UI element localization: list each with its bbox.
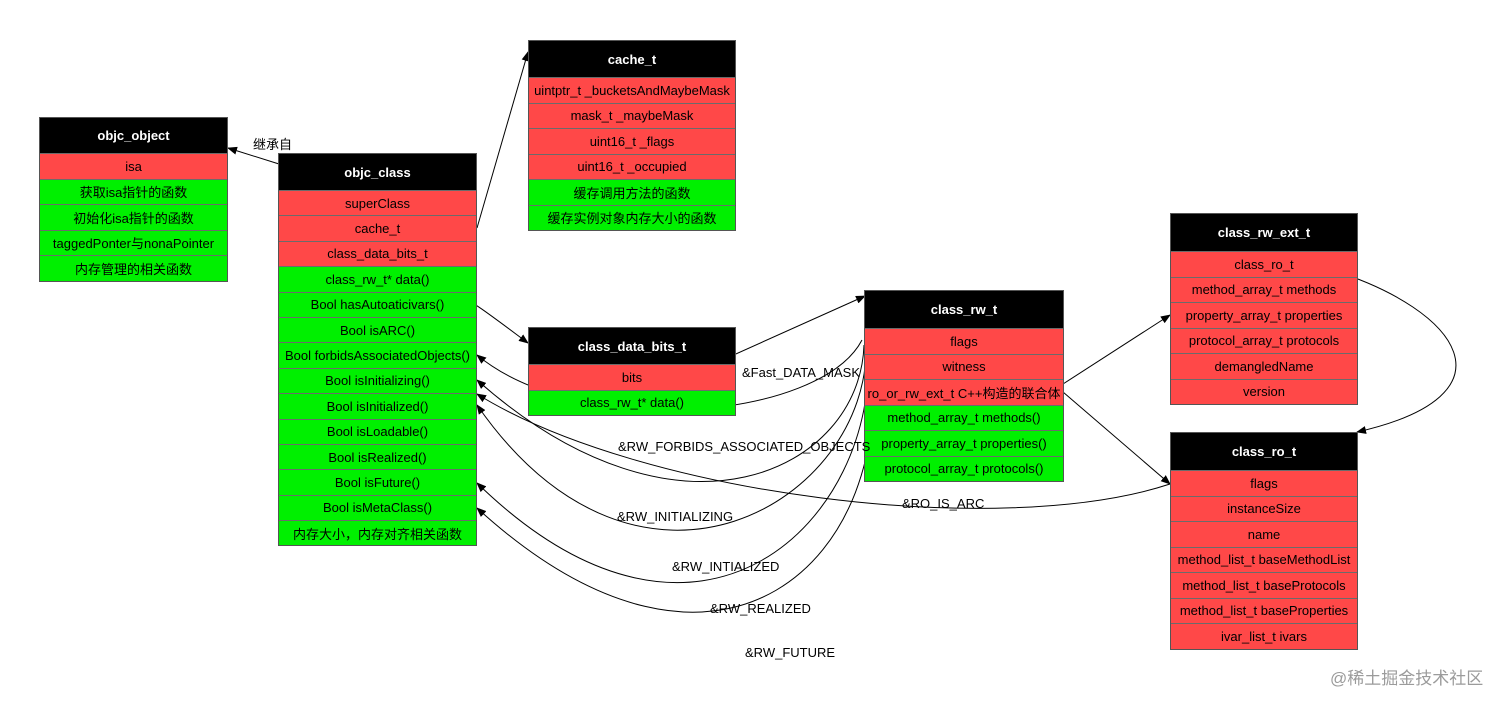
cache-arrow: [476, 51, 530, 229]
objc-class-row: Bool hasAutoaticivars(): [279, 291, 476, 317]
objc-class-row: Bool isFuture(): [279, 469, 476, 495]
objc-class-row: Bool isRealized(): [279, 443, 476, 470]
objc-class-row: 内存大小，内存对齐相关函数: [279, 520, 476, 546]
objc-class-row: Bool isInitialized(): [279, 393, 476, 419]
class-data-bits-t-row: bits: [529, 364, 735, 390]
fast-data-mask-label: &Fast_DATA_MASK: [742, 365, 860, 380]
class-rw-ext-t-row: demangledName: [1171, 353, 1357, 379]
objc-class-row: Bool isMetaClass(): [279, 494, 476, 521]
objc-object-row: 获取isa指针的函数: [40, 178, 227, 204]
objc-object-title: objc_object: [40, 118, 227, 153]
objc-class-row: class_data_bits_t: [279, 240, 476, 267]
class-rw-ext-t-row: method_array_t methods: [1171, 276, 1357, 302]
class-ro-t-row: method_list_t baseMethodList: [1171, 546, 1357, 572]
objc-object-row: 内存管理的相关函数: [40, 255, 227, 281]
class-ro-t-row: instanceSize: [1171, 495, 1357, 521]
ro-is-arc-label: &RO_IS_ARC: [902, 496, 985, 511]
rw-future-label: &RW_FUTURE: [745, 645, 836, 660]
objc-class-row: Bool isInitializing(): [279, 367, 476, 394]
rw-forbids-label: &RW_FORBIDS_ASSOCIATED_OBJECTS: [618, 439, 871, 454]
cache-t-title: cache_t: [529, 41, 735, 77]
class-rw-ext-t-row: version: [1171, 378, 1357, 404]
class-rw-ext-t-row: property_array_t properties: [1171, 302, 1357, 328]
rw-intialized-label: &RW_INTIALIZED: [672, 559, 780, 574]
objc-class-row: superClass: [279, 190, 476, 216]
class-rw-t-row: property_array_t properties(): [865, 430, 1063, 456]
class-ro-t-row: name: [1171, 521, 1357, 547]
class-rw-ext-t-row: class_ro_t: [1171, 251, 1357, 277]
objc-class-row: class_rw_t* data(): [279, 266, 476, 292]
objc-object-row: taggedPonter与nonaPointer: [40, 229, 227, 255]
cache-t-row: uint16_t _occupied: [529, 153, 735, 179]
class-rw-t-title: class_rw_t: [865, 291, 1063, 328]
class-rw-t-row: flags: [865, 328, 1063, 354]
objc-class-row: Bool forbidsAssociatedObjects(): [279, 342, 476, 368]
cache-t-row: uintptr_t _bucketsAndMaybeMask: [529, 77, 735, 103]
class-ro-t-row: flags: [1171, 470, 1357, 496]
watermark: @稀土掘金技术社区: [1330, 669, 1484, 688]
cache-t-row: 缓存实例对象内存大小的函数: [529, 204, 735, 230]
cache-t-row: mask_t _maybeMask: [529, 102, 735, 128]
class-rw-t-row: protocol_array_t protocols(): [865, 455, 1063, 481]
class-data-bits-t-row: class_rw_t* data(): [529, 389, 735, 415]
objc-class-title: objc_class: [279, 154, 476, 190]
objc-class-row: Bool isLoadable(): [279, 418, 476, 444]
objc-object-row: isa: [40, 153, 227, 179]
rw-realized-label: &RW_REALIZED: [710, 601, 811, 616]
class-rw-ext-t-row: protocol_array_t protocols: [1171, 327, 1357, 353]
objc-class-row: Bool isARC(): [279, 316, 476, 343]
class-rw-t-row: ro_or_rw_ext_t C++构造的联合体: [865, 379, 1063, 405]
class-ro-t-title: class_ro_t: [1171, 433, 1357, 470]
rw-to-rwext-arrow: [1062, 314, 1171, 385]
class-rw-t-row: witness: [865, 353, 1063, 379]
class-ro-t-row: method_list_t baseProtocols: [1171, 572, 1357, 598]
objc-class-row: cache_t: [279, 215, 476, 241]
rw-initializing-label: &RW_INITIALIZING: [617, 509, 734, 524]
class-ro-t-row: ivar_list_t ivars: [1171, 623, 1357, 649]
cache-t-row: 缓存调用方法的函数: [529, 179, 735, 205]
class-ro-t-row: method_list_t baseProperties: [1171, 597, 1357, 623]
rw-to-ro-arrow: [1062, 391, 1171, 485]
objc-object-row: 初始化isa指针的函数: [40, 204, 227, 230]
class-rw-t-row: method_array_t methods(): [865, 404, 1063, 430]
class-rw-ext-t-title: class_rw_ext_t: [1171, 214, 1357, 251]
cache-t-row: uint16_t _flags: [529, 128, 735, 154]
class-data-bits-t-title: class_data_bits_t: [529, 328, 735, 364]
inherit-label: 继承自: [253, 137, 293, 152]
